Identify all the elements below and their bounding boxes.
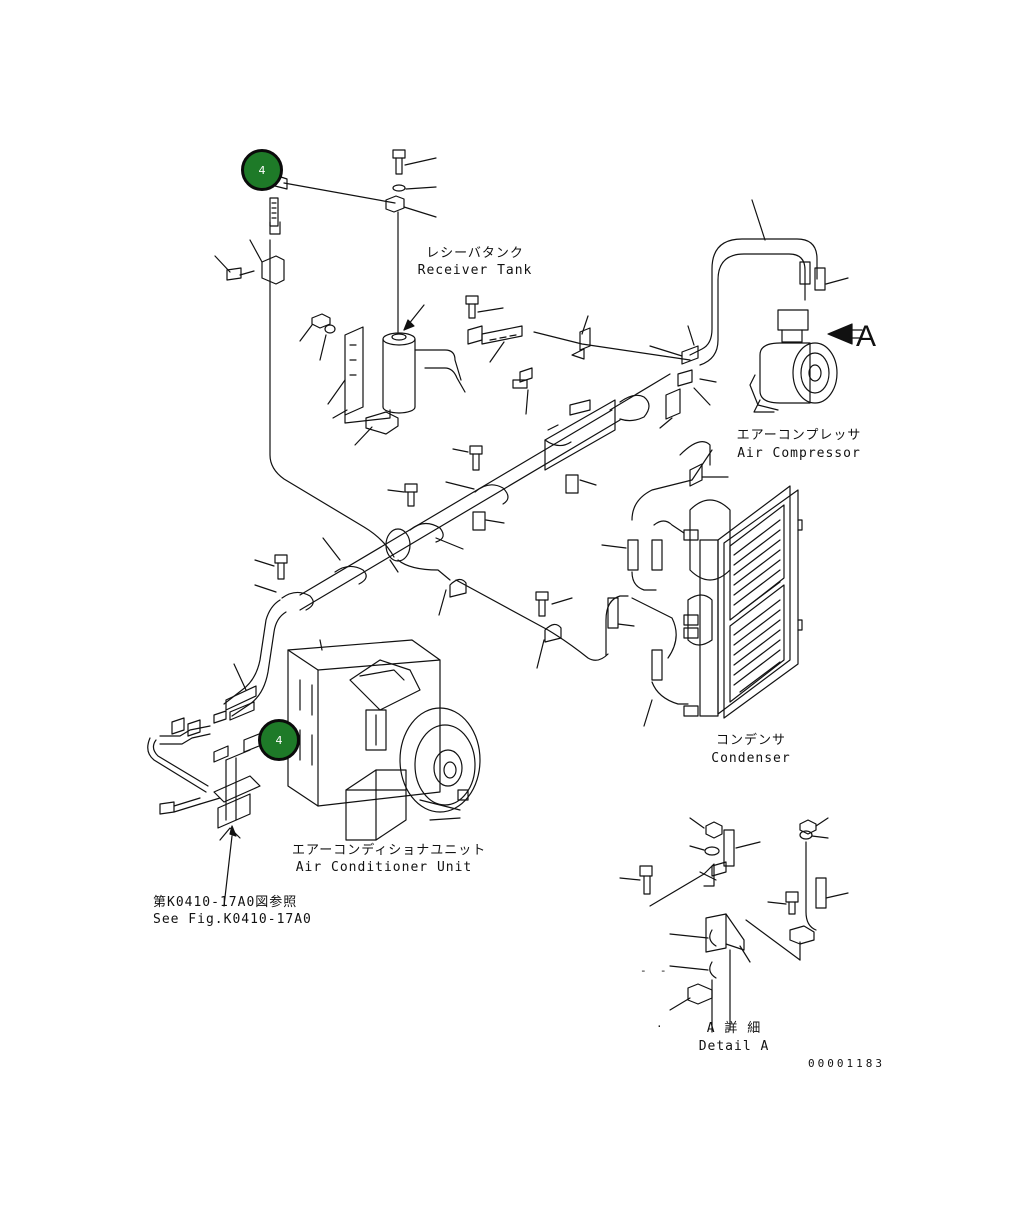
upper-hose xyxy=(269,174,396,227)
callout-4-upper[interactable]: 4 xyxy=(241,149,283,191)
receiver-bolts xyxy=(385,149,437,333)
ac-bracket-pipes xyxy=(147,663,265,907)
receiver-tank-label-en: Receiver Tank xyxy=(417,263,533,278)
see-fig-label-en: See Fig.K0410-17A0 xyxy=(153,912,312,927)
ac-unit-label-en: Air Conditioner Unit xyxy=(295,860,473,875)
air-compressor xyxy=(749,309,863,413)
detail-a xyxy=(619,817,849,1033)
callout-4-lower[interactable]: 4 xyxy=(258,719,300,761)
see-fig-label-jp: 第K0410-17A0図参照 xyxy=(153,895,298,910)
air-compressor-label-jp: エアーコンプレッサ xyxy=(736,428,862,443)
detail-marker-1: - - xyxy=(640,964,667,977)
detail-a-label-jp: A 詳 細 xyxy=(706,1021,762,1036)
center-fittings xyxy=(465,295,533,415)
air-compressor-label-en: Air Compressor xyxy=(737,446,861,461)
drawing-number: 00001183 xyxy=(808,1057,885,1070)
receiver-tank-label-jp: レシーバタンク xyxy=(426,246,524,261)
condenser-hoses xyxy=(455,441,729,727)
main-pipe xyxy=(223,373,681,717)
compressor-hoses xyxy=(533,199,849,406)
pipe-bolts xyxy=(254,445,597,669)
detail-a-label-en: Detail A xyxy=(698,1039,770,1054)
air-conditioner-unit xyxy=(287,639,481,841)
view-arrow-label: A xyxy=(856,320,877,353)
detail-marker-2: · xyxy=(656,1020,663,1033)
ac-unit-label-jp: エアーコンディショナユニット xyxy=(292,843,487,858)
condenser xyxy=(683,485,803,719)
condenser-label-en: Condenser xyxy=(711,751,791,766)
condenser-label-jp: コンデンサ xyxy=(715,733,786,748)
lower-left-hose xyxy=(214,221,451,581)
receiver-tank xyxy=(299,304,466,446)
